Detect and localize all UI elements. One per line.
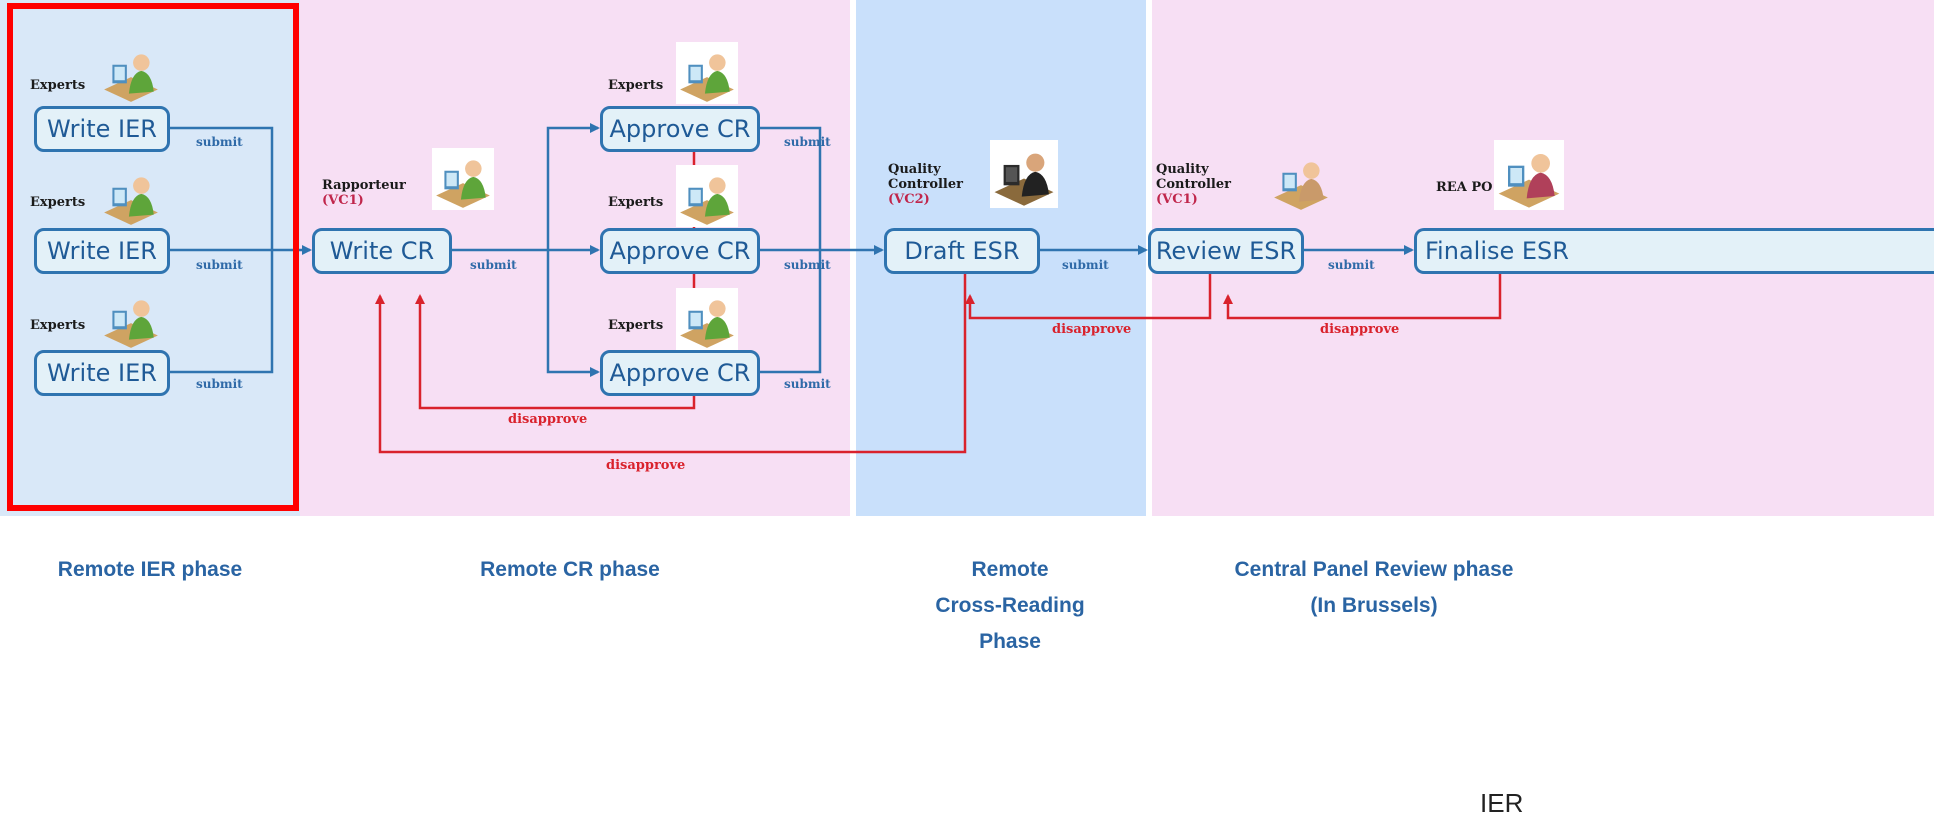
disapprove-label: disapprove — [1320, 322, 1400, 337]
expert-icon — [676, 288, 738, 350]
write-ier-step: Write IER — [34, 350, 170, 396]
phase-remote-cross-reading: Remote Cross-Reading Phase — [890, 552, 1130, 660]
slide-label-fragment: IER — [1480, 788, 1524, 818]
disapprove-label: disapprove — [508, 412, 588, 427]
phase-cross-line2: Cross-Reading — [935, 594, 1085, 617]
disapprove-connector — [375, 272, 967, 454]
write-ier-step: Write IER — [34, 106, 170, 152]
phase-cross-line1: Remote — [971, 558, 1049, 581]
quality-controller-vc: (VC1) — [1156, 192, 1198, 207]
rapporteur-label: Rapporteur (VC1) — [322, 178, 406, 208]
quality-controller-label: Quality Controller (VC1) — [1156, 162, 1231, 207]
rapporteur-icon — [432, 148, 494, 210]
approve-cr-step: Approve CR — [600, 350, 760, 396]
phase-central-panel: Central Panel Review phase (In Brussels) — [1184, 552, 1564, 624]
submit-connector — [546, 123, 600, 250]
phase-cross-line3: Phase — [979, 630, 1041, 653]
write-ier-step: Write IER — [34, 228, 170, 274]
submit-label: submit — [784, 258, 831, 272]
phase-central-line2: (In Brussels) — [1310, 594, 1438, 617]
rapporteur-vc: (VC1) — [322, 193, 364, 208]
rea-po-label: REA PO — [1436, 180, 1493, 195]
expert-icon — [104, 177, 158, 225]
disapprove-label: disapprove — [606, 458, 686, 473]
submit-label: submit — [784, 135, 831, 149]
submit-label: submit — [784, 377, 831, 391]
disapprove-label: disapprove — [1052, 322, 1132, 337]
quality-controller-vc: (VC2) — [888, 192, 930, 207]
controller-word: Controller — [888, 177, 963, 192]
expert-icon — [104, 300, 158, 348]
experts-label: Experts — [30, 195, 86, 210]
expert-icon — [676, 42, 738, 104]
quality-word: Quality — [888, 162, 941, 177]
quality-controller-icon — [990, 140, 1058, 208]
quality-controller-label: Quality Controller (VC2) — [888, 162, 963, 207]
write-cr-step: Write CR — [312, 228, 452, 274]
expert-icon — [104, 54, 158, 102]
disapprove-connector — [1223, 272, 1502, 320]
submit-label: submit — [1328, 258, 1375, 272]
submit-label: submit — [1062, 258, 1109, 272]
submit-connector — [546, 250, 600, 377]
finalise-esr-step: Finalise ESR — [1414, 228, 1934, 274]
phase-remote-ier: Remote IER phase — [57, 558, 243, 581]
experts-label: Experts — [608, 195, 664, 210]
draft-esr-step: Draft ESR — [884, 228, 1040, 274]
quality-controller-icon — [1274, 162, 1328, 210]
disapprove-connector — [965, 272, 1212, 320]
submit-label: submit — [196, 258, 243, 272]
rapporteur-title: Rapporteur — [322, 178, 406, 193]
submit-label: submit — [196, 135, 243, 149]
quality-word: Quality — [1156, 162, 1209, 177]
submit-label: submit — [196, 377, 243, 391]
rea-po-icon — [1494, 140, 1564, 210]
experts-label: Experts — [30, 318, 86, 333]
submit-label: submit — [470, 258, 517, 272]
experts-label: Experts — [608, 318, 664, 333]
remote-ier-highlight — [7, 3, 299, 511]
controller-word: Controller — [1156, 177, 1231, 192]
phase-central-line1: Central Panel Review phase — [1234, 558, 1514, 581]
approve-cr-step: Approve CR — [600, 228, 760, 274]
approve-cr-step: Approve CR — [600, 106, 760, 152]
disapprove-connector — [415, 294, 696, 410]
phase-remote-cr: Remote CR phase — [480, 558, 660, 581]
expert-icon — [676, 165, 738, 227]
experts-label: Experts — [608, 78, 664, 93]
review-esr-step: Review ESR — [1148, 228, 1304, 274]
experts-label: Experts — [30, 78, 86, 93]
